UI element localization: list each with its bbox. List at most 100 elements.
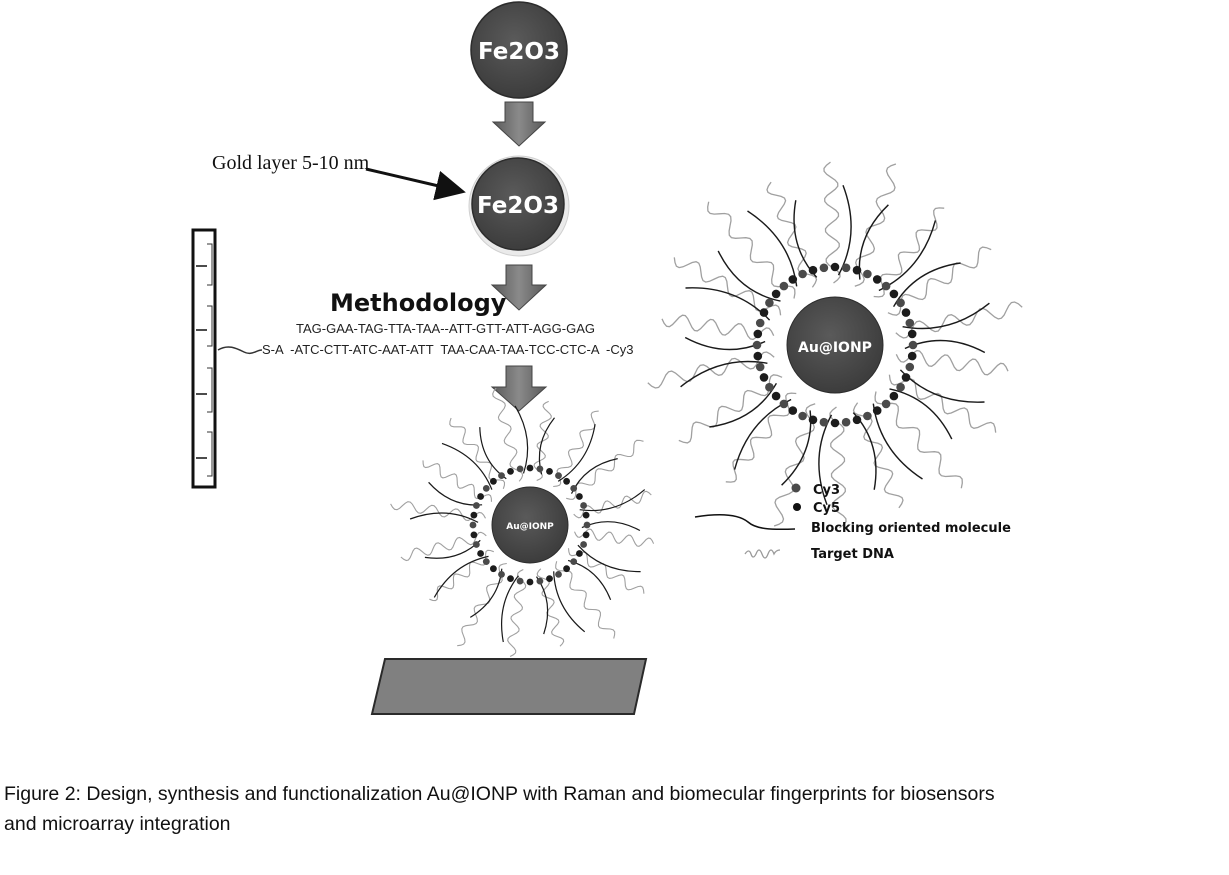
cy3-dye-dot	[580, 541, 587, 548]
cy3-dye-dot	[905, 362, 915, 372]
down-arrow-3	[490, 365, 548, 412]
cy5-dye-dot	[470, 531, 478, 539]
cy5-dye-dot	[546, 468, 553, 475]
cy3-dye-dot	[516, 465, 524, 473]
blocking-molecule	[433, 555, 489, 598]
blocking-molecule	[514, 405, 529, 474]
cy5-dye-dot	[830, 262, 840, 272]
target-dna-strand	[874, 391, 963, 489]
cy5-dye-dot	[771, 289, 781, 299]
target-dna-strand	[854, 163, 897, 287]
blocking-molecule	[902, 302, 990, 330]
cy5-dye-dot	[507, 468, 514, 475]
cy5-dye-dot	[907, 329, 917, 339]
cy3-dye-dot	[896, 382, 905, 392]
cy5-dye-dot	[901, 373, 911, 382]
cy5-dye-dot	[753, 351, 763, 361]
target-dna-strand	[400, 531, 487, 562]
cy3-dye-dot	[536, 577, 544, 585]
cy3-dye-dot	[798, 411, 807, 421]
cy3-dye-dot	[755, 318, 765, 328]
blocking-molecule	[538, 417, 555, 475]
cy3-dye-dot	[863, 269, 872, 279]
cy5-dye-dot	[753, 329, 763, 339]
functionalized-nanoparticle-large: Au@IONP	[647, 161, 1023, 529]
target-dna-strand	[887, 246, 992, 316]
au-ionp-core-large	[786, 296, 884, 394]
blocking-molecule	[557, 424, 596, 482]
cy5-dye-dot	[526, 578, 534, 586]
cy3-dye-dot	[555, 571, 562, 578]
cy3-dye-dot	[473, 502, 480, 509]
target-dna-strand	[661, 314, 775, 341]
cy5-dye-dot	[507, 575, 514, 582]
blocking-molecule	[837, 184, 852, 276]
cy5-dye-dot	[889, 391, 899, 401]
cy3-dye-dot	[516, 577, 524, 585]
target-dna-strand	[457, 562, 507, 647]
legend-item-cy5: Cy5	[793, 501, 840, 516]
target-dna-strand	[390, 501, 486, 522]
dna-strand-bottom: S-A -ATC-CTT-ATC-AAT-ATT TAA-CAA-TAA-TCC…	[262, 342, 633, 357]
figure-caption: Figure 2: Design, synthesis and function…	[4, 779, 1229, 839]
cy3-dye-dot	[473, 541, 480, 548]
cy3-dye-dot	[896, 298, 905, 308]
cy5-dye-dot	[576, 550, 583, 557]
cy5-dye-dot	[872, 275, 882, 284]
cy5-dot-icon	[793, 503, 801, 511]
cy3-dye-dot	[905, 318, 915, 328]
gold-layer-label: Gold layer 5-10 nm	[212, 152, 370, 174]
target-dna-strand	[678, 374, 783, 444]
target-dna-strand	[895, 349, 1009, 376]
cy5-dye-dot	[771, 391, 781, 401]
cy5-dye-dot	[907, 351, 917, 361]
target-dna-strand	[823, 161, 841, 284]
cy5-dye-dot	[852, 415, 862, 425]
cy5-dye-dot	[582, 511, 590, 519]
cy5-dye-dot	[872, 406, 882, 415]
blocking-molecule	[793, 200, 818, 278]
probe-linker	[217, 346, 263, 355]
target-dna-icon	[744, 549, 781, 559]
legend-label-cy5: Cy5	[813, 501, 840, 516]
au-ionp-small-label: Au@IONP	[506, 522, 554, 532]
blocking-molecule	[536, 576, 549, 635]
cy3-dye-dot	[583, 521, 591, 529]
cy3-dye-dot	[841, 263, 851, 273]
dye-ring	[469, 464, 591, 586]
fe2o3-particle-top: Fe2O3	[470, 1, 568, 99]
blocking-molecule	[852, 412, 877, 490]
legend-label-blocking: Blocking oriented molecule	[811, 521, 1011, 536]
legend-label-target-dna: Target DNA	[811, 547, 894, 562]
caption-line-2: and microarray integration	[4, 813, 231, 835]
methodology-label: Methodology	[330, 289, 507, 317]
cy3-dye-dot	[863, 411, 872, 421]
cy5-dye-dot	[526, 464, 534, 472]
blocking-molecule	[577, 544, 641, 573]
cy3-dye-dot	[841, 417, 851, 427]
cy5-dye-dot	[582, 531, 590, 539]
blocking-molecule	[680, 360, 768, 388]
legend-item-cy3: Cy3	[791, 483, 840, 498]
legend-label-cy3: Cy3	[813, 483, 840, 498]
down-arrow-2	[490, 264, 548, 311]
gold-layer-pointer-arrow	[365, 167, 466, 201]
cy3-dye-dot	[765, 382, 774, 392]
cy3-dye-dot	[752, 340, 762, 350]
legend-item-blocking: Blocking oriented molecule	[694, 513, 1011, 536]
cy5-dye-dot	[546, 575, 553, 582]
cy3-dye-dot	[798, 269, 807, 279]
target-dna-strands	[647, 161, 1023, 529]
cy5-dye-dot	[788, 275, 798, 284]
cy5-dye-dot	[490, 477, 497, 485]
cy5-dye-dot	[889, 289, 899, 299]
cy5-dye-dot	[470, 511, 478, 519]
target-dna-strand	[773, 403, 816, 527]
cy3-dye-dot	[570, 485, 578, 492]
target-dna-strand	[567, 548, 645, 594]
cy3-dye-dot	[570, 558, 578, 565]
cy3-dye-dot	[881, 281, 891, 291]
cy3-dye-dot	[482, 558, 490, 565]
cy3-dye-dot	[755, 362, 765, 372]
cy3-dye-dot	[498, 571, 505, 578]
